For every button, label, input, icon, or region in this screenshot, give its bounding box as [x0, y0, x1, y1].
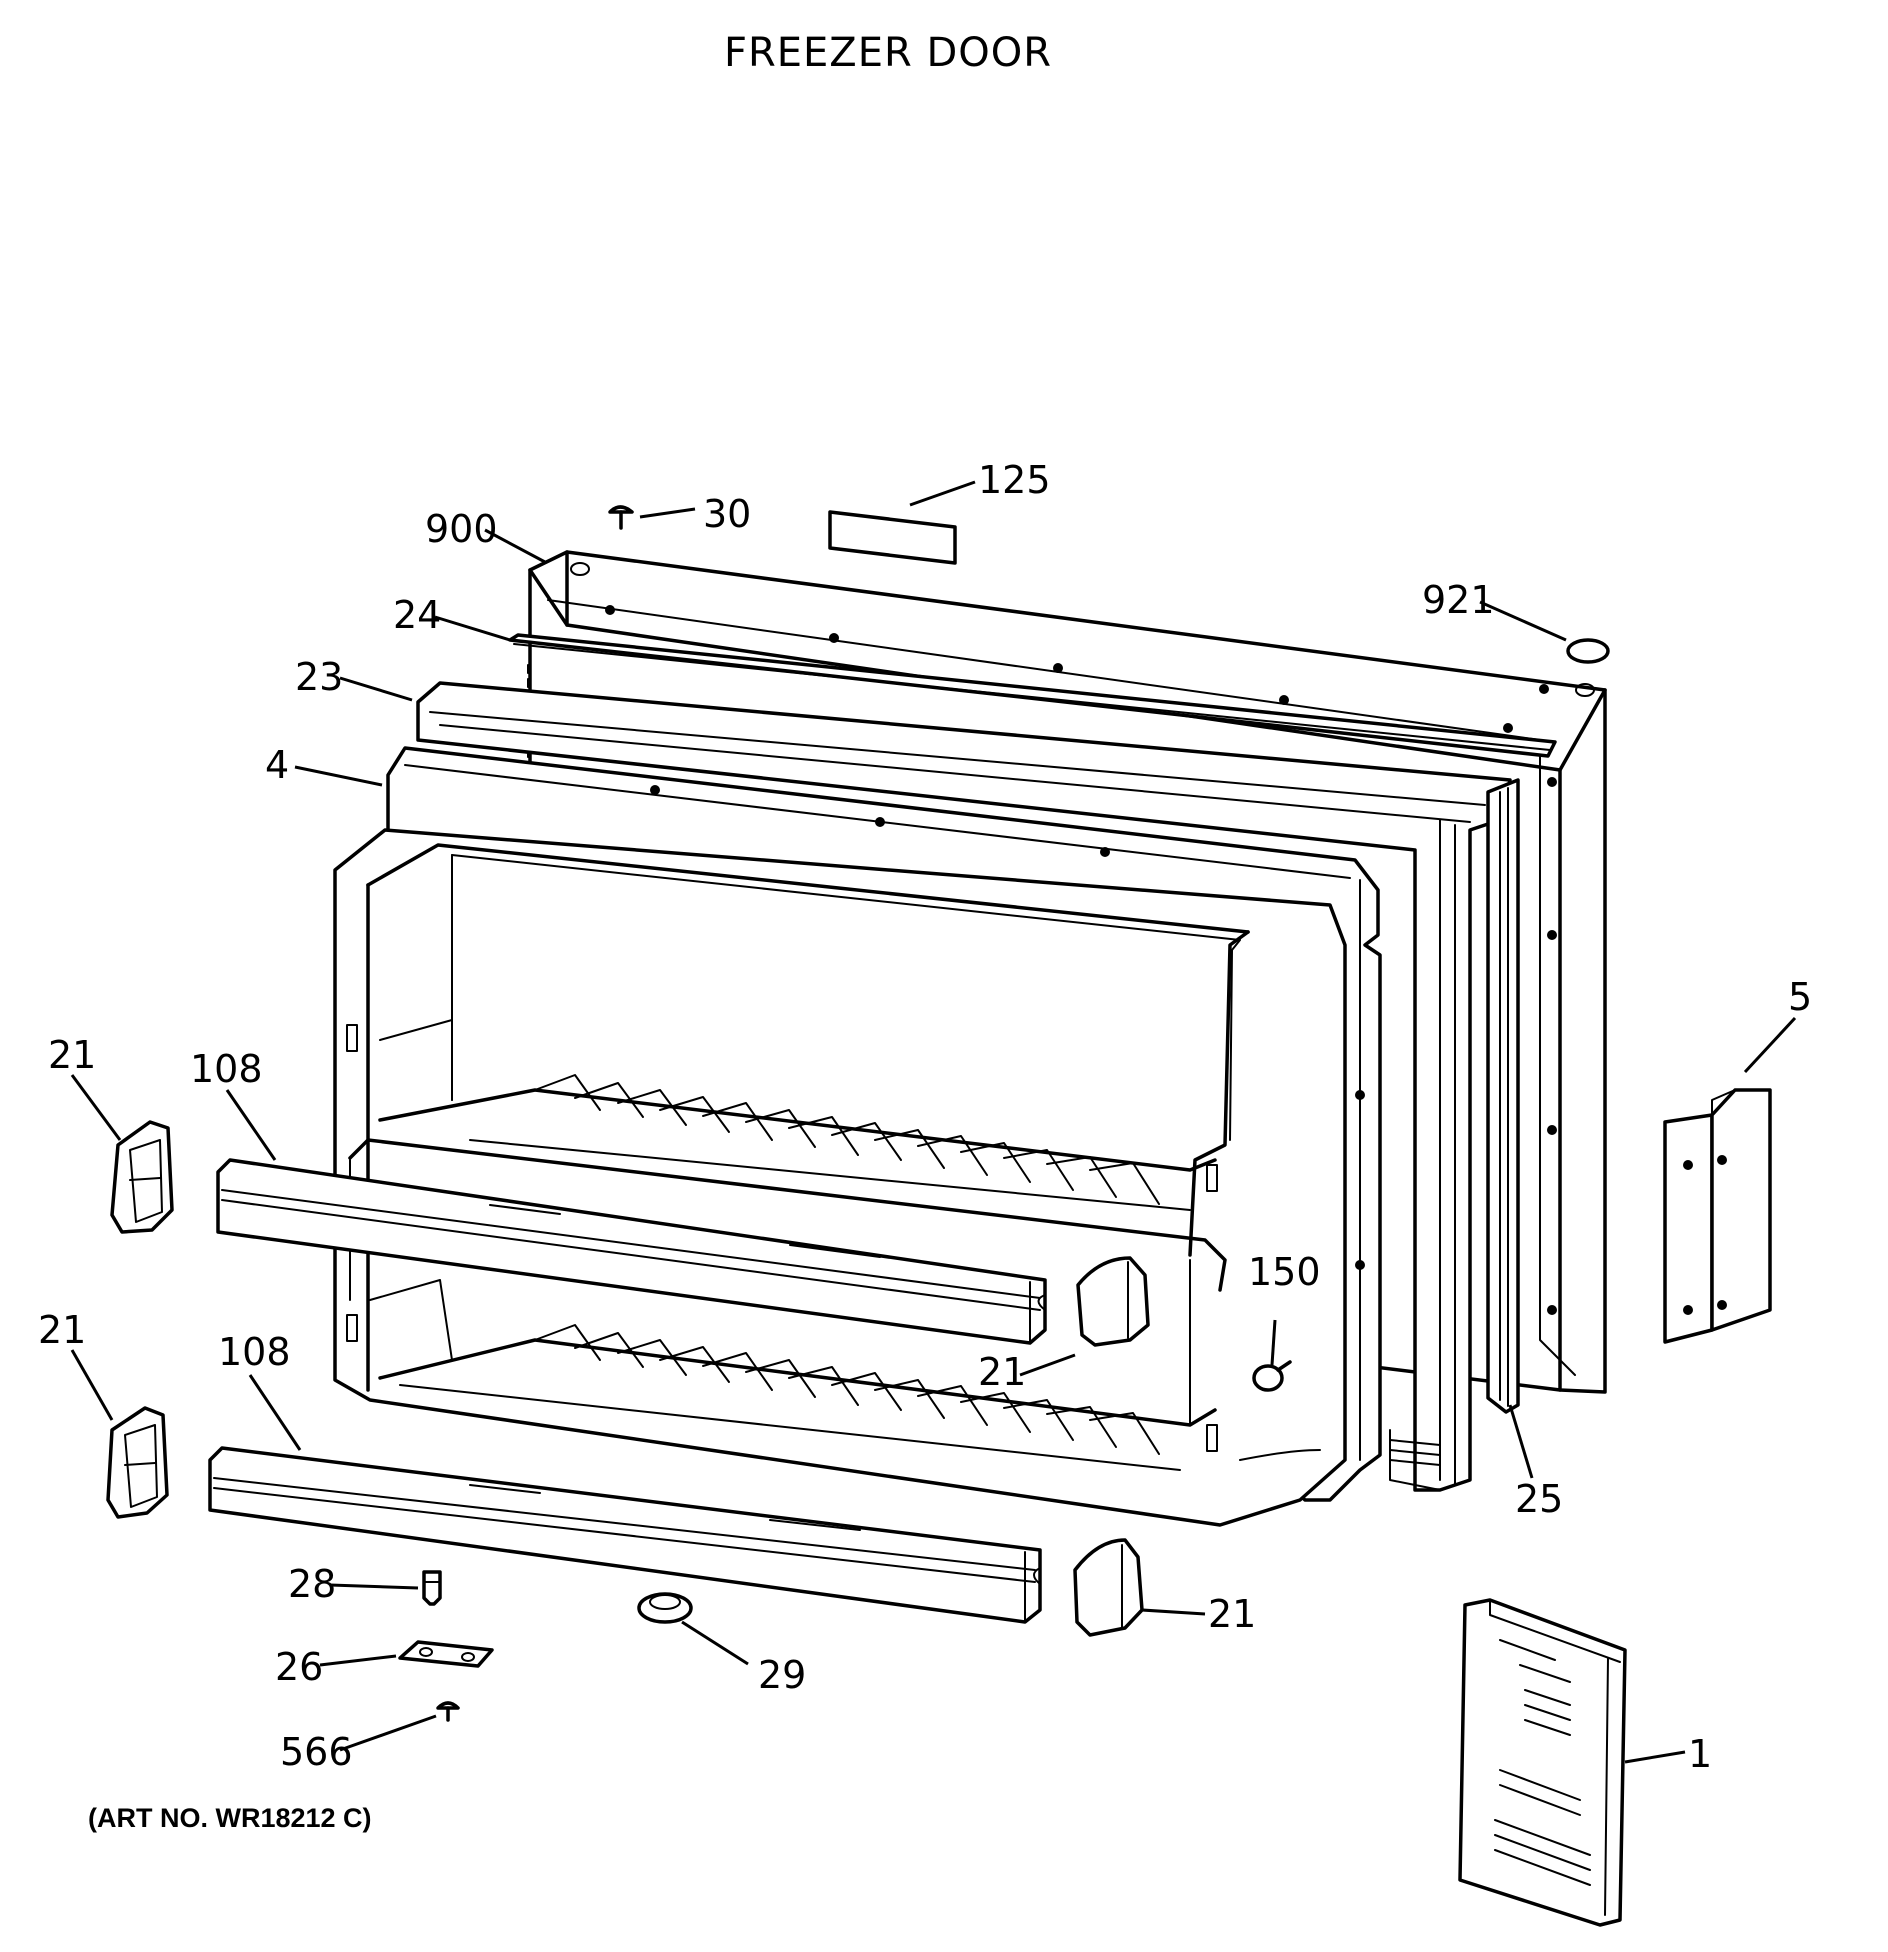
callout-25: 25: [1515, 1477, 1563, 1521]
side-strip-25: [1486, 778, 1520, 1414]
grommet-29: [637, 1592, 693, 1624]
gasket-frame-23: [416, 681, 1512, 1492]
callout-24: 24: [393, 593, 441, 637]
callout-921: 921: [1422, 578, 1495, 622]
owners-manual-1: [1458, 1598, 1627, 1927]
hinge-bracket-5: [1663, 1088, 1772, 1344]
plug-921: [1566, 638, 1610, 664]
callout-21-upper-left: 21: [48, 1033, 96, 1077]
callout-150: 150: [1248, 1250, 1321, 1294]
end-cap-21-lower-right: [1073, 1538, 1144, 1637]
callout-108-upper: 108: [190, 1047, 263, 1091]
callout-21-lower-left: 21: [38, 1308, 86, 1352]
callout-900: 900: [425, 507, 498, 551]
inner-door-liner: [333, 828, 1347, 1527]
callout-21-upper-right: 21: [978, 1350, 1026, 1394]
pin-28: [422, 1570, 442, 1606]
shelf-bar-108-lower: [208, 1446, 1042, 1624]
callout-566: 566: [280, 1730, 353, 1774]
callout-5: 5: [1788, 975, 1812, 1019]
top-strip-24: [508, 633, 1557, 758]
callout-21-lower-right: 21: [1208, 1592, 1256, 1636]
hinge-plate-26: [398, 1640, 494, 1668]
screw-30: [608, 505, 634, 530]
callout-26: 26: [275, 1645, 323, 1689]
callout-29: 29: [758, 1653, 806, 1697]
callout-108-lower: 108: [218, 1330, 291, 1374]
shelf-bar-108-upper: [216, 1158, 1047, 1345]
leader-lines: [70, 480, 1797, 1764]
art-number: (ART NO. WR18212 C): [88, 1803, 372, 1833]
end-cap-21-upper-left: [110, 1120, 174, 1234]
callout-1: 1: [1688, 1732, 1712, 1776]
screw-566: [436, 1701, 460, 1722]
diagram-title: FREEZER DOOR: [724, 30, 1052, 76]
button-150: [1252, 1360, 1292, 1392]
callout-125: 125: [978, 458, 1051, 502]
callout-23: 23: [295, 655, 343, 699]
end-cap-21-upper-right: [1076, 1256, 1150, 1347]
callout-4: 4: [265, 743, 289, 787]
callout-30: 30: [703, 492, 751, 536]
end-cap-21-lower-left: [106, 1406, 169, 1519]
label-block-125: [828, 510, 957, 565]
callout-28: 28: [288, 1562, 336, 1606]
